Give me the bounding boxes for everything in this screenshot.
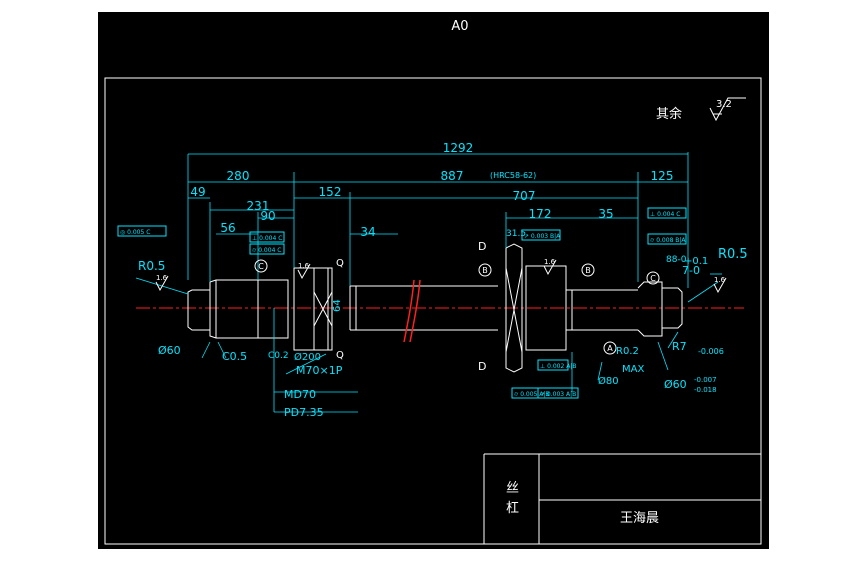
frame-8: ⌭ 0.005 A|B <box>514 391 550 398</box>
dim-hrc: (HRC58-62) <box>490 171 536 180</box>
dim-c02: C0.2 <box>268 351 289 361</box>
tol-0007: -0.007 <box>694 376 717 384</box>
label-d-bottom: D <box>478 360 486 373</box>
q-top: Q <box>336 258 344 269</box>
dim-1292: 1292 <box>443 141 474 155</box>
inner-border <box>104 77 762 545</box>
tol-006: -0.006 <box>698 347 724 356</box>
dim-231: 231 <box>247 199 270 213</box>
tolerance-frames <box>117 207 687 399</box>
datum-marks: D D Q Q <box>336 240 486 373</box>
dim-707: 707 <box>513 189 536 203</box>
frame-2: ⊥ 0.004 C <box>252 235 282 242</box>
dim-152: 152 <box>319 185 342 199</box>
dim-49: 49 <box>190 185 205 199</box>
datum-circles <box>254 259 660 355</box>
dim-phi60-left: Ø60 <box>158 344 181 357</box>
dim-64: 64 <box>332 299 343 312</box>
sheet-size-label: A0 <box>451 19 468 34</box>
dim-pd735: PD7.35 <box>284 406 324 419</box>
dim-seven0: 7-0 <box>682 264 700 277</box>
dim-phi200: Ø200 <box>294 351 321 363</box>
tolerance-frame-text: ◎ 0.005 C ⊥ 0.004 C ⌭ 0.004 C ⊥ 0.004 C … <box>120 211 686 398</box>
frame-4: ⊥ 0.004 C <box>650 211 680 218</box>
dim-phi80: Ø80 <box>598 375 619 387</box>
q-bottom: Q <box>336 350 344 361</box>
shaft-outline <box>187 243 683 373</box>
part-name-line2: 杠 <box>506 500 519 516</box>
dim-56: 56 <box>220 221 235 235</box>
dim-90: 90 <box>260 209 275 223</box>
dim-plus01: +0.1 <box>684 256 708 267</box>
frame-9: ↗ 0.003 A|B <box>540 391 576 398</box>
dimension-text: 1292 280 887 (HRC58-62) 125 49 231 152 7… <box>138 141 748 419</box>
title-block <box>483 453 761 544</box>
frame-5: ⌭ 0.008 B|A <box>650 237 686 244</box>
datum-b-right: B <box>585 266 591 275</box>
roughness-16-d: 1.6 <box>714 276 726 284</box>
dim-280: 280 <box>227 169 250 183</box>
datum-c-left: C <box>258 262 264 271</box>
dim-eighty8: 88-0 <box>666 255 687 265</box>
dim-35: 35 <box>598 207 613 221</box>
break-line <box>403 279 421 343</box>
dim-r7: R7 <box>672 340 687 353</box>
roughness-values: 1.6 1.6 1.6 1.6 <box>156 258 726 284</box>
roughness-symbol <box>709 97 746 122</box>
roughness-16-a: 1.6 <box>156 274 168 282</box>
dim-r05-right: R0.5 <box>718 247 748 262</box>
frame-6: ↗ 0.003 B|A <box>524 233 561 240</box>
frame-7: ⊥ 0.002 A|B <box>540 363 576 370</box>
roughness-markers <box>155 259 727 294</box>
dim-md70: MD70 <box>284 388 316 401</box>
dim-34: 34 <box>360 225 375 239</box>
dim-m70: M70×1P <box>296 364 343 377</box>
dim-c05: C0.5 <box>222 350 247 363</box>
tol-0018: -0.018 <box>694 386 717 394</box>
drawing-sheet: A0 其余 3.2 丝 杠 王海晨 <box>98 12 769 549</box>
datum-letters: C B B A C <box>258 262 656 353</box>
dimension-lines <box>135 152 722 413</box>
roughness-value: 3.2 <box>716 99 732 110</box>
roughness-16-c: 1.6 <box>544 258 556 266</box>
roughness-note: 其余 <box>656 106 682 122</box>
cad-drawing: A0 其余 3.2 丝 杠 王海晨 <box>104 19 762 545</box>
dim-phi60-right: Ø60 <box>664 378 687 391</box>
datum-b-mark: B <box>482 266 488 275</box>
label-d-top: D <box>478 240 486 253</box>
datum-a-mark: A <box>607 344 613 353</box>
frame-3: ⌭ 0.004 C <box>252 247 281 254</box>
datum-c-right: C <box>650 274 656 283</box>
dim-125: 125 <box>651 169 674 183</box>
dim-172: 172 <box>529 207 552 221</box>
roughness-16-b: 1.6 <box>298 262 310 270</box>
frame-1: ◎ 0.005 C <box>120 229 150 236</box>
dim-max: MAX <box>622 364 644 375</box>
dim-31-5: 31.5 <box>506 229 526 239</box>
dim-r05-left: R0.5 <box>138 259 165 273</box>
designer-name: 王海晨 <box>620 511 659 526</box>
dim-887: 887 <box>441 169 464 183</box>
dim-r02: R0.2 <box>616 346 639 357</box>
part-name-line1: 丝 <box>506 481 519 496</box>
